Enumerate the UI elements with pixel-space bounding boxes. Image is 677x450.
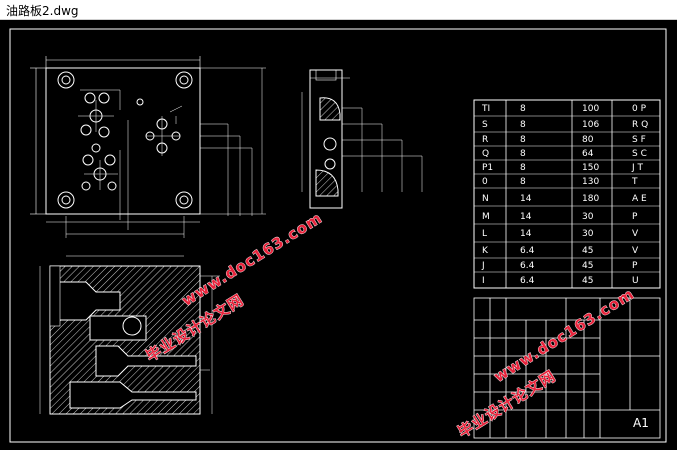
watermark-url-2: www.doc163.com: [491, 285, 638, 386]
table-cell: P1: [482, 163, 493, 173]
table-cell: I: [482, 276, 485, 286]
section-view: [39, 255, 220, 415]
table-cell: 130: [582, 177, 599, 187]
watermark-url-1: www.doc163.com: [179, 209, 326, 310]
table-cell: 30: [582, 212, 594, 222]
table-cell: 80: [582, 135, 594, 145]
table-cell: 180: [582, 194, 599, 204]
table-cell: 45: [582, 261, 593, 271]
table-cell: V: [632, 229, 639, 239]
table-cell: 8: [520, 177, 526, 187]
table-cell: J: [481, 261, 485, 271]
table-cell: J T: [631, 163, 644, 173]
table-cell: 8: [520, 104, 526, 114]
table-cell: R: [482, 135, 488, 145]
table-cell: M: [482, 212, 490, 222]
table-cell: 6.4: [520, 276, 535, 286]
table-cell: 8: [520, 149, 526, 159]
side-view: [301, 69, 423, 209]
table-cell: 30: [582, 229, 594, 239]
table-cell: K: [482, 246, 489, 256]
table-cell: Q: [482, 149, 489, 159]
table-cell: N: [482, 194, 489, 204]
table-cell: 14: [520, 194, 532, 204]
table-cell: 6.4: [520, 246, 535, 256]
title-block: [473, 297, 661, 439]
table-cell: 8: [520, 163, 526, 173]
table-cell: 14: [520, 212, 532, 222]
table-cell: 0: [482, 177, 488, 187]
table-cell: 106: [582, 120, 599, 130]
table-cell: S C: [632, 149, 647, 159]
table-cell: R Q: [632, 120, 648, 130]
table-cell: 100: [582, 104, 599, 114]
plan-view: [30, 56, 266, 238]
table-cell: P: [632, 261, 638, 271]
sheet-size: A1: [633, 416, 649, 430]
table-cell: 8: [520, 120, 526, 130]
table-cell: P: [632, 212, 638, 222]
window-title: 油路板2.dwg: [6, 4, 79, 18]
table-cell: 6.4: [520, 261, 535, 271]
drawing-border: [9, 28, 667, 443]
table-cell: U: [632, 276, 639, 286]
table-cell: 64: [582, 149, 594, 159]
table-cell: L: [482, 229, 487, 239]
table-cell: S F: [632, 135, 646, 145]
table-cell: 45: [582, 276, 593, 286]
table-cell: 14: [520, 229, 532, 239]
table-cell: 150: [582, 163, 599, 173]
table-cell: TI: [481, 104, 490, 114]
table-cell: 45: [582, 246, 593, 256]
table-cell: 8: [520, 135, 526, 145]
table-cell: V: [632, 246, 639, 256]
table-cell: 0 P: [632, 104, 647, 114]
table-cell: A E: [632, 194, 647, 204]
table-cell: S: [482, 120, 488, 130]
table-cell: T: [631, 177, 638, 187]
title-bar: 油路板2.dwg: [0, 0, 677, 20]
